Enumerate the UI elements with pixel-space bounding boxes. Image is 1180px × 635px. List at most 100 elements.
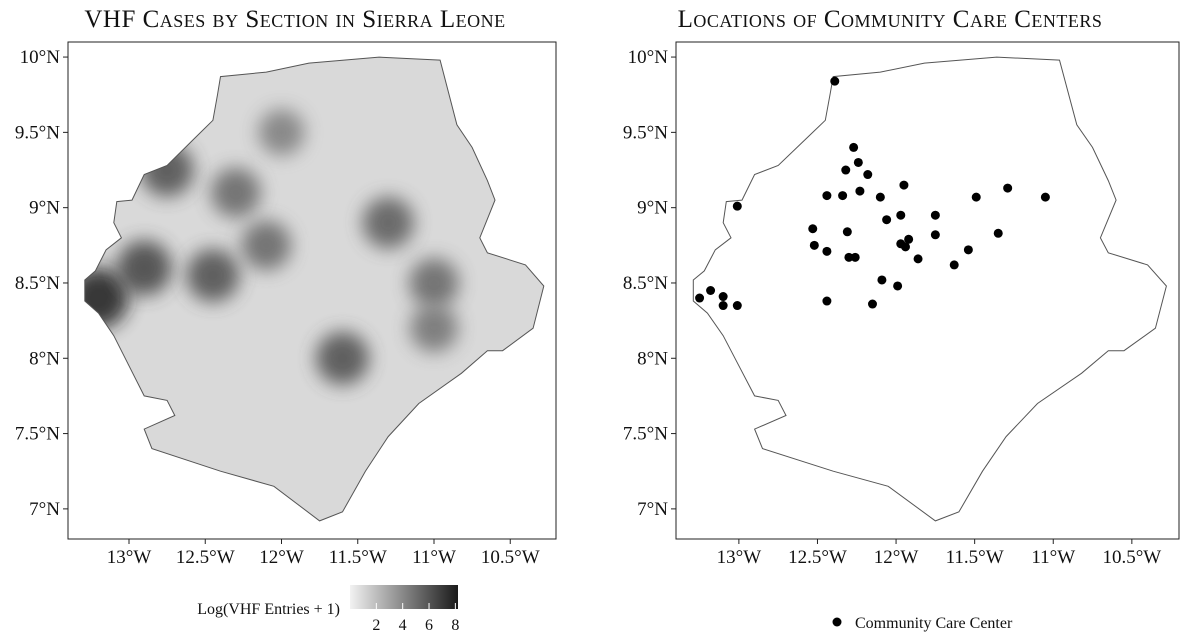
care-center-point xyxy=(838,191,848,201)
care-center-point xyxy=(830,76,840,86)
care-center-point xyxy=(863,170,873,180)
y-tick-label: 7°N xyxy=(29,499,60,520)
care-center-point xyxy=(822,296,832,306)
care-center-point xyxy=(963,245,973,255)
vhf-plot-frame xyxy=(67,41,557,540)
care-center-point xyxy=(732,201,742,211)
sierra-leone-outline-right xyxy=(692,56,1167,522)
care-center-points xyxy=(695,76,1050,311)
care-center-point xyxy=(695,293,705,303)
care-center-point xyxy=(993,228,1003,238)
y-tick-label: 9.5°N xyxy=(15,122,60,143)
care-center-point xyxy=(875,192,885,202)
care-center-point xyxy=(899,180,909,190)
x-tick-label: 11°W xyxy=(1031,547,1075,568)
care-center-point xyxy=(822,246,832,256)
care-center-point xyxy=(844,252,854,262)
y-tick-label: 9°N xyxy=(637,198,668,219)
x-tick-label: 11°W xyxy=(412,547,456,568)
vhf-hotspot xyxy=(410,304,458,353)
y-tick-label: 10°N xyxy=(20,47,61,68)
care-center-point xyxy=(900,242,910,252)
vhf-hotspot xyxy=(258,109,305,156)
care-center-point xyxy=(849,142,859,152)
vhf-y-axis: 10°N 9.5°N 9°N 8.5°N 8°N 7.5°N 7°N xyxy=(15,47,68,520)
x-tick-label: 12.5°W xyxy=(788,547,847,568)
colorbar-tick-label: 2 xyxy=(372,617,380,634)
legend-point-icon xyxy=(832,617,842,627)
vhf-hotspot xyxy=(84,268,129,329)
care-centers-panel: Locations of Community Care Centers 10°N… xyxy=(600,0,1180,635)
care-center-point xyxy=(842,227,852,237)
care-center-point xyxy=(1040,192,1050,202)
care-center-point xyxy=(867,299,877,309)
care-center-point xyxy=(850,252,860,262)
y-tick-label: 10°N xyxy=(628,47,669,68)
vhf-hotspot xyxy=(316,331,369,385)
care-center-point xyxy=(822,191,832,201)
vhf-hotspot xyxy=(409,258,459,308)
vhf-cases-panel: VHF Cases by Section in Sierra Leone 10°… xyxy=(15,6,557,634)
vhf-hotspot xyxy=(116,240,172,296)
care-center-point xyxy=(971,192,981,202)
x-tick-label: 11.5°W xyxy=(946,547,1004,568)
care-center-point xyxy=(930,230,940,240)
x-tick-label: 12.5°W xyxy=(176,547,235,568)
care-center-point xyxy=(808,224,818,234)
care-centers-y-axis: 10°N9.5°N9°N8.5°N8°N7.5°N7°N xyxy=(623,47,676,520)
care-centers-x-axis: 13°W 12.5°W 12°W 11.5°W 11°W 10.5°W xyxy=(717,539,1161,568)
x-tick-label: 10.5°W xyxy=(481,547,540,568)
care-center-point xyxy=(732,301,742,311)
care-centers-title: Locations of Community Care Centers xyxy=(677,6,1103,33)
colorbar-tick-label: 8 xyxy=(451,617,459,634)
care-center-point xyxy=(706,286,716,295)
y-tick-label: 8.5°N xyxy=(15,273,60,294)
care-center-point xyxy=(930,210,940,220)
care-center-point xyxy=(896,210,906,220)
care-center-point xyxy=(949,260,959,270)
y-tick-label: 9°N xyxy=(29,198,60,219)
vhf-hotspot xyxy=(362,197,414,249)
care-center-point xyxy=(893,281,903,291)
vhf-legend-title: Log(VHF Entries + 1) xyxy=(197,601,340,618)
x-tick-label: 11.5°W xyxy=(329,547,387,568)
care-center-point xyxy=(718,301,728,311)
vhf-legend-colorbar xyxy=(350,585,458,609)
vhf-hotspot xyxy=(186,248,240,302)
care-center-point xyxy=(855,186,865,196)
vhf-map-title: VHF Cases by Section in Sierra Leone xyxy=(84,6,506,33)
care-center-point xyxy=(882,215,892,225)
x-tick-label: 10.5°W xyxy=(1102,547,1161,568)
y-tick-label: 8°N xyxy=(637,348,668,369)
care-center-point xyxy=(877,275,887,285)
y-tick-label: 7.5°N xyxy=(623,424,668,445)
y-tick-label: 8.5°N xyxy=(623,273,668,294)
sierra-leone-outline xyxy=(84,56,545,522)
care-center-point xyxy=(913,254,923,264)
vhf-x-axis: 13°W 12.5°W 12°W 11.5°W 11°W 10.5°W xyxy=(107,539,540,568)
care-center-point xyxy=(718,292,728,302)
x-tick-label: 13°W xyxy=(717,547,762,568)
y-tick-label: 7°N xyxy=(637,499,668,520)
vhf-hotspot xyxy=(140,143,194,197)
x-tick-label: 13°W xyxy=(107,547,152,568)
care-centers-legend: Community Care Center xyxy=(832,615,1013,632)
x-tick-label: 12°W xyxy=(259,547,304,568)
vhf-hotspot xyxy=(211,167,261,218)
care-center-point xyxy=(841,165,851,175)
care-centers-legend-label: Community Care Center xyxy=(855,615,1013,632)
y-tick-label: 7.5°N xyxy=(15,424,60,445)
care-center-point xyxy=(1003,183,1013,193)
care-centers-plot-frame xyxy=(675,41,1180,540)
sierra-leone-sections xyxy=(84,57,544,521)
care-center-point xyxy=(853,157,863,167)
x-tick-label: 12°W xyxy=(874,547,919,568)
vhf-hotspot xyxy=(241,220,291,271)
y-tick-label: 8°N xyxy=(29,348,60,369)
care-center-point xyxy=(904,234,914,244)
colorbar-tick-label: 6 xyxy=(425,617,433,634)
